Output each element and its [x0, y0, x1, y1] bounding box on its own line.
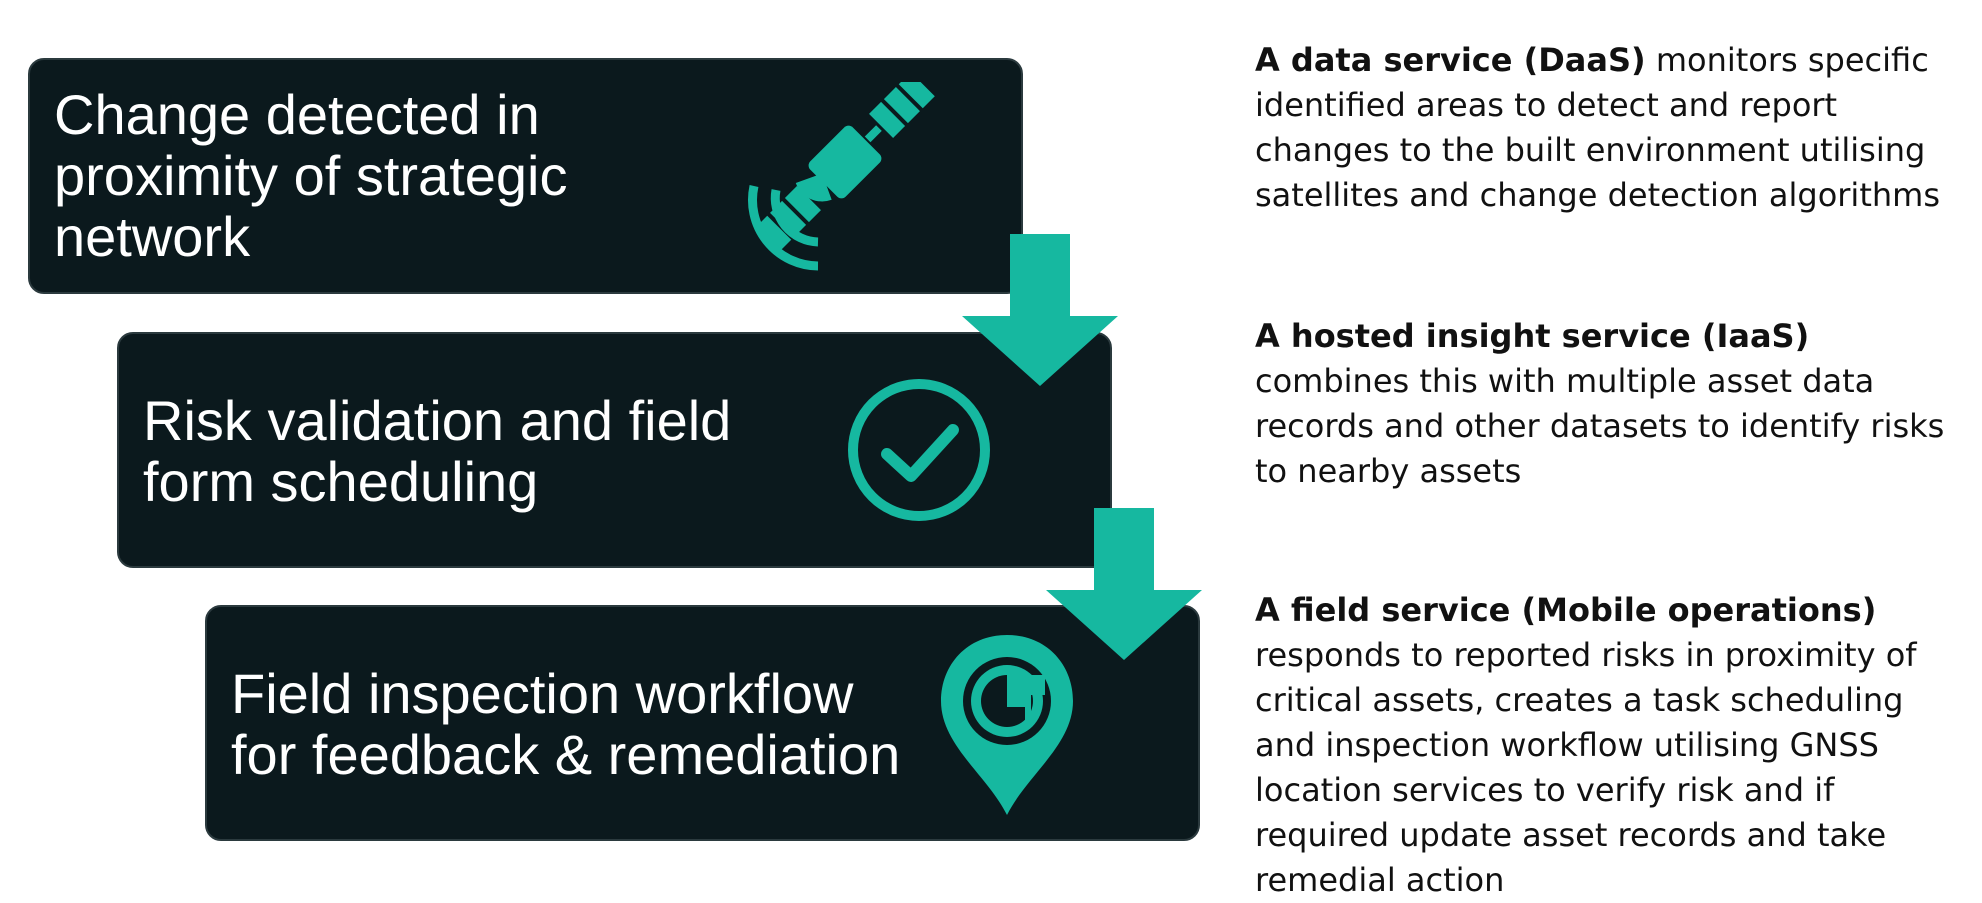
- description-insight-service: A hosted insight service (IaaS) combines…: [1255, 314, 1965, 494]
- flow-arrow-down: [962, 234, 1118, 386]
- check-circle-icon: [848, 379, 990, 521]
- description-lead: A hosted insight service (IaaS): [1255, 317, 1810, 355]
- description-data-service: A data service (DaaS) monitors specific …: [1255, 38, 1965, 218]
- step-card-change-detected: Change detected in proximity of strategi…: [28, 58, 1023, 294]
- flow-arrow-down: [1046, 508, 1202, 660]
- step-card-risk-validation: Risk validation and field form schedulin…: [117, 332, 1112, 568]
- satellite-icon: [748, 82, 935, 271]
- description-lead: A field service (Mobile operations): [1255, 591, 1877, 629]
- description-field-service: A field service (Mobile operations) respo…: [1255, 588, 1965, 903]
- step-title: Risk validation and field form schedulin…: [143, 389, 732, 513]
- step-card-field-inspection: Field inspection workflow for feedback &…: [205, 605, 1200, 841]
- description-text: responds to reported risks in proximity …: [1255, 636, 1917, 899]
- description-text: monitors specific identified areas to de…: [1255, 41, 1940, 214]
- description-text: combines this with multiple asset data r…: [1255, 362, 1945, 490]
- step-title: Field inspection workflow for feedback &…: [231, 662, 901, 786]
- location-pin-g-icon: [941, 635, 1073, 815]
- step-title: Change detected in proximity of strategi…: [54, 83, 568, 268]
- description-lead: A data service (DaaS): [1255, 41, 1646, 79]
